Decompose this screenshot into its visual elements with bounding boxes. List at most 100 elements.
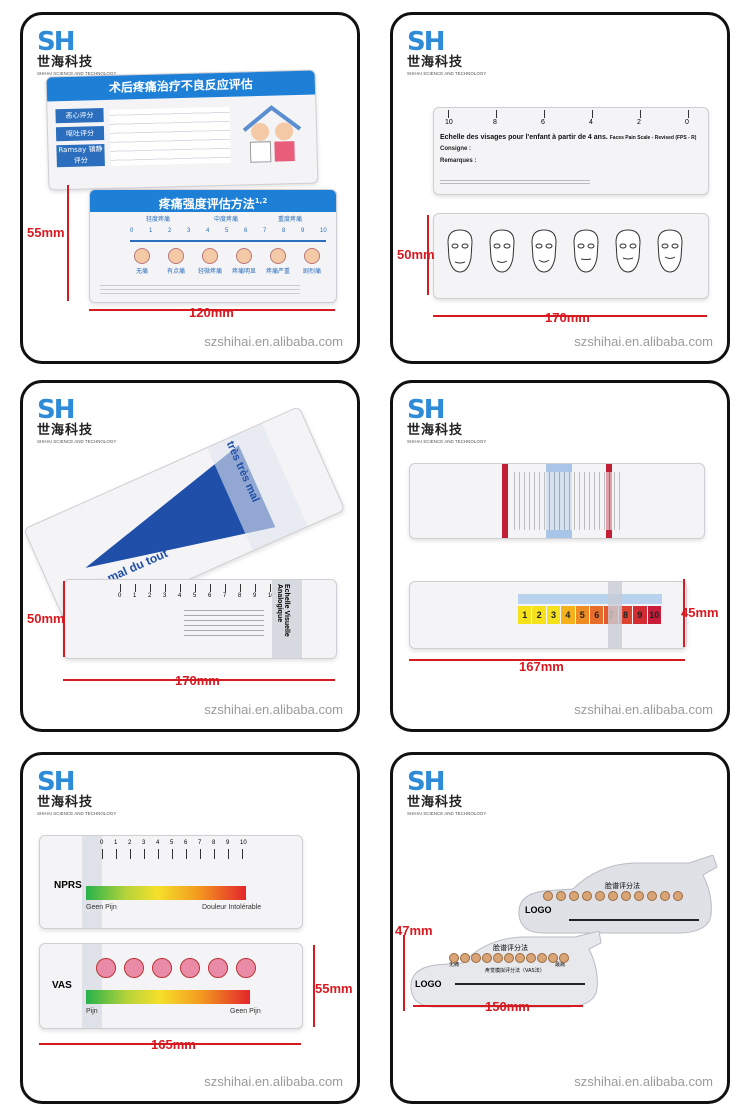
nprs-color-bar xyxy=(86,886,246,900)
tick-label: 2 xyxy=(128,840,132,846)
scale-number: 2 xyxy=(168,228,172,234)
card1-text-lines xyxy=(109,106,231,166)
face-dot xyxy=(556,891,566,901)
width-dimension-line xyxy=(433,315,707,317)
brand-logo: SH 世海科技 SHIHAI SCIENCE AND TECHNOLOGY xyxy=(37,29,127,85)
tick-label: 6 xyxy=(208,593,212,599)
card2-footnote-lines xyxy=(100,282,300,296)
face-drawing xyxy=(612,228,644,274)
brand-logo: SH 世海科技 SHIHAI SCIENCE AND TECHNOLOGY xyxy=(407,769,497,825)
card1-row: 呕吐评分 xyxy=(55,126,105,142)
pain-intensity-title-text: 疼痛强度评估方法 xyxy=(158,197,255,211)
height-dimension-line xyxy=(683,579,685,647)
tick-mark xyxy=(210,584,211,592)
face-dot xyxy=(515,953,525,963)
width-dimension-line xyxy=(89,309,335,311)
face-drawing xyxy=(570,228,602,274)
tick-label: 3 xyxy=(142,840,146,846)
tick-label: 9 xyxy=(226,840,230,846)
face-caption: 无痛 xyxy=(135,268,148,275)
face-icon xyxy=(270,248,286,264)
brand-name-cn: 世海科技 xyxy=(37,55,94,70)
face-dot xyxy=(660,891,670,901)
width-dimension-line xyxy=(39,1043,301,1045)
tick-label: 0 xyxy=(118,593,122,599)
scale-slider-window xyxy=(608,582,622,648)
tick-mark xyxy=(255,584,256,592)
face-dot xyxy=(647,891,657,901)
car-back-scale-line xyxy=(569,919,699,921)
face-drawing xyxy=(486,228,518,274)
scale-number: 0 xyxy=(130,228,134,234)
width-dimension-label: 170mm xyxy=(545,310,590,325)
wedge-triangle xyxy=(85,423,308,568)
tick-label: 4 xyxy=(156,840,160,846)
height-dimension-label: 55mm xyxy=(27,225,65,240)
scale-cell: 4 xyxy=(561,606,575,624)
tick-label: 5 xyxy=(170,840,174,846)
tick-mark xyxy=(640,110,641,118)
scale-cell: 1 xyxy=(518,606,532,624)
tick-label: 0 xyxy=(685,119,689,126)
tick-label: 3 xyxy=(163,593,167,599)
product-panel-visual-analog-slider: SH 世海科技 SHIHAI SCIENCE AND TECHNOLOGY pa… xyxy=(20,380,360,732)
vas-right-caption: Geen Pijn xyxy=(230,1008,261,1015)
scale-number: 3 xyxy=(187,228,191,234)
consigne-label: Consigne : xyxy=(440,146,471,152)
card1-row: Ramsay 镇静评分 xyxy=(56,144,105,168)
tick-label: 6 xyxy=(541,119,545,126)
tick-mark xyxy=(172,849,173,859)
brand-logo: SH 世海科技 SHIHAI SCIENCE AND TECHNOLOGY xyxy=(407,29,497,85)
tick-label: 5 xyxy=(193,593,197,599)
brand-name-en: SHIHAI SCIENCE AND TECHNOLOGY xyxy=(407,439,487,444)
tick-label: 7 xyxy=(198,840,202,846)
face-dot xyxy=(537,953,547,963)
tick-label: 10 xyxy=(240,840,247,846)
tick-label: 8 xyxy=(238,593,242,599)
vas-slider-window xyxy=(82,944,102,1028)
consigne-line: Consigne : xyxy=(440,146,702,152)
adverse-reaction-card: 术后疼痛治疗不良反应评估 恶心评分 呕吐评分 Ramsay 镇静评分 xyxy=(45,69,319,191)
brand-name-en: SHIHAI SCIENCE AND TECHNOLOGY xyxy=(37,811,117,816)
brand-logo: SH 世海科技 SHIHAI SCIENCE AND TECHNOLOGY xyxy=(37,397,127,453)
scale-number: 6 xyxy=(244,228,248,234)
tick-mark xyxy=(102,849,103,859)
brand-mark: SH xyxy=(37,27,76,57)
scale-cell: 10 xyxy=(647,606,661,624)
width-dimension-line xyxy=(413,1005,583,1007)
tick-mark xyxy=(195,584,196,592)
car-card-back: 脸谱评分法 LOGO xyxy=(513,854,719,941)
brand-name-en: SHIHAI SCIENCE AND TECHNOLOGY xyxy=(37,439,117,444)
face-drawing xyxy=(444,228,476,274)
tick-mark xyxy=(496,110,497,118)
card1-row: 恶心评分 xyxy=(55,108,104,124)
face-dot xyxy=(208,958,228,978)
height-dimension-label: 55mm xyxy=(315,981,353,996)
scale-cell: 3 xyxy=(546,606,561,624)
tick-label: 10 xyxy=(445,119,453,126)
wedge-card-body: pas mal du tout très très mal xyxy=(23,406,346,633)
tick-mark xyxy=(186,849,187,859)
tick-label: 8 xyxy=(493,119,497,126)
scale-number: 1 xyxy=(149,228,153,234)
width-dimension-line xyxy=(409,659,685,661)
tick-label: 1 xyxy=(114,840,118,846)
tick-mark xyxy=(544,110,545,118)
tick-mark xyxy=(240,584,241,592)
remarques-label: Remarques : xyxy=(440,158,477,164)
face-dot xyxy=(152,958,172,978)
pain-category: 轻度疼痛 xyxy=(146,216,171,223)
nprs-slider-window xyxy=(82,836,102,928)
face-caption: 有点痛 xyxy=(166,268,185,275)
product-panel-chinese-pain-cards: SH 世海科技 SHIHAI SCIENCE AND TECHNOLOGY 术后… xyxy=(20,12,360,364)
face-dot xyxy=(595,891,605,901)
face-icon xyxy=(134,248,150,264)
face-dot xyxy=(493,953,503,963)
tick-mark xyxy=(225,584,226,592)
tick-mark xyxy=(130,849,131,859)
height-dimension-label: 45mm xyxy=(681,605,719,620)
tick-label: 9 xyxy=(253,593,257,599)
